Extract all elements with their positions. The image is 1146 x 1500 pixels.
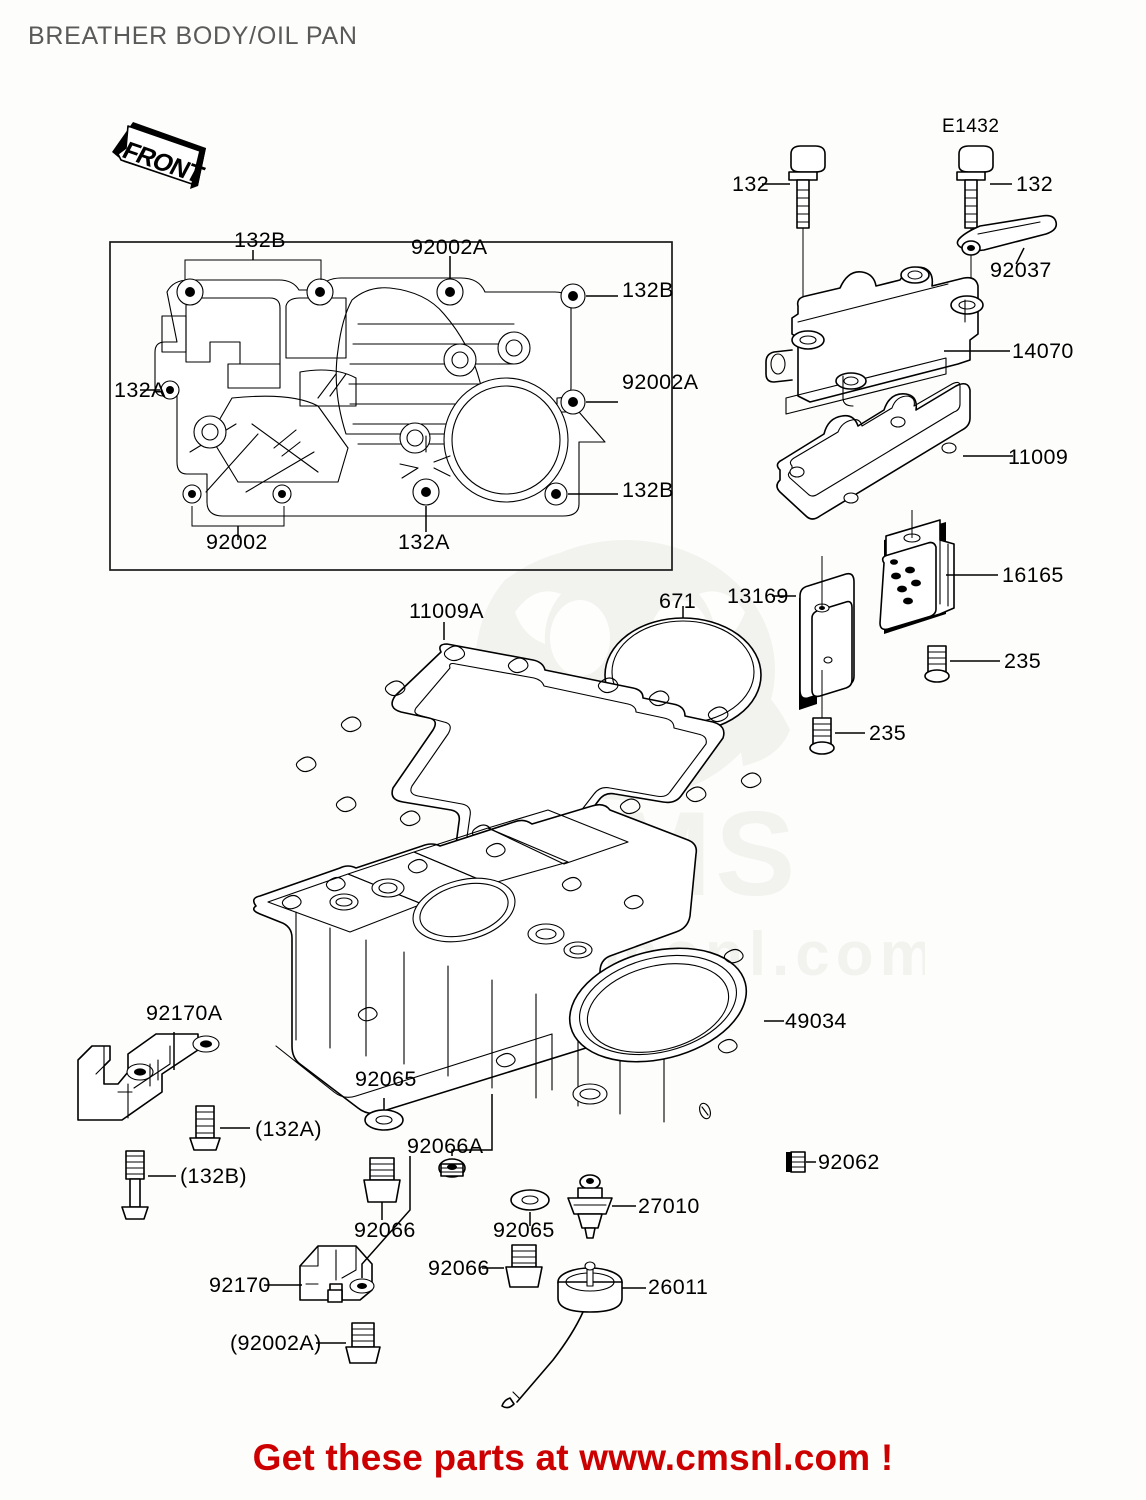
label-14070: 14070 xyxy=(1012,339,1074,363)
breather-body-14070 xyxy=(765,266,984,415)
label-92066a: 92066A xyxy=(407,1134,484,1158)
label-92170: 92170 xyxy=(209,1273,271,1297)
plate-13169 xyxy=(799,556,855,718)
label-235-upper: 235 xyxy=(1004,649,1042,673)
inset-crankcase-drawing xyxy=(154,259,606,527)
clamp-holder-92170 xyxy=(299,1245,375,1303)
label-92170a: 92170A xyxy=(146,1001,223,1025)
label-132-left: 132 xyxy=(732,172,770,196)
label-132-right: 132 xyxy=(1016,172,1054,196)
plug-92066-upper xyxy=(363,1157,401,1203)
label-671: 671 xyxy=(659,589,697,613)
bolt-132A-parenthetical xyxy=(189,1105,221,1151)
label-27010: 27010 xyxy=(638,1194,700,1218)
separator-16165 xyxy=(879,510,955,634)
inset-label-132a-bottom: 132A xyxy=(398,530,450,554)
plug-92066A xyxy=(438,1158,466,1178)
gasket-washer-92065-lower xyxy=(510,1189,550,1211)
inset-label-92002-bottom: 92002 xyxy=(206,530,268,554)
label-11009a: 11009A xyxy=(409,599,484,623)
inset-label-92002a-right: 92002A xyxy=(622,370,699,394)
lead-wire-26011 xyxy=(501,1261,623,1409)
inset-label-132b-top: 132B xyxy=(234,228,286,252)
breather-gasket-11009 xyxy=(776,381,971,520)
label-92066-upper: 92066 xyxy=(354,1218,416,1242)
front-direction-marker: FRONT xyxy=(112,122,209,189)
inset-label-132b-right-1: 132B xyxy=(622,278,674,302)
inset-label-132a-left: 132A xyxy=(114,378,166,402)
label-11009: 11009 xyxy=(1008,445,1069,469)
label-92062: 92062 xyxy=(818,1150,880,1174)
page-title: BREATHER BODY/OIL PAN xyxy=(28,22,358,50)
label-e1432: E1432 xyxy=(942,116,1000,137)
label-26011: 26011 xyxy=(648,1275,709,1299)
bolt-92002A-parenthetical xyxy=(345,1322,381,1364)
clamp-bracket-92170A xyxy=(77,1033,220,1121)
bolt-132-right xyxy=(956,145,994,304)
label-49034: 49034 xyxy=(785,1009,847,1033)
label-92065-lower: 92065 xyxy=(493,1218,555,1242)
oil-pressure-switch-27010 xyxy=(567,1174,613,1239)
screw-235-lower xyxy=(809,717,835,755)
label-92065-upper: 92065 xyxy=(355,1067,417,1091)
screw-235-upper xyxy=(924,645,950,683)
gasket-washer-92065-upper xyxy=(364,1109,404,1131)
label-13169: 13169 xyxy=(727,584,789,608)
footer-promo-text: Get these parts at www.cmsnl.com ! xyxy=(252,1437,894,1478)
inset-label-132b-right-2: 132B xyxy=(622,478,674,502)
label-132b-paren: (132B) xyxy=(180,1164,247,1188)
jet-92062 xyxy=(786,1151,806,1173)
oil-pan-gasket-11009A xyxy=(295,643,762,876)
inset-label-92002a-top: 92002A xyxy=(411,235,488,259)
plug-92066-lower xyxy=(505,1244,543,1288)
label-92002a-paren: (92002A) xyxy=(230,1331,322,1355)
label-92066-lower: 92066 xyxy=(428,1256,490,1280)
bolt-132-left xyxy=(788,145,826,342)
clamp-92037 xyxy=(956,214,1058,256)
label-16165: 16165 xyxy=(1002,563,1064,587)
oil-pan-49034 xyxy=(252,803,748,1123)
label-235-lower: 235 xyxy=(869,721,907,745)
label-132a-paren: (132A) xyxy=(255,1117,322,1141)
inset-leader-lines xyxy=(140,250,618,540)
label-92037: 92037 xyxy=(990,258,1052,282)
bolt-132B-parenthetical xyxy=(121,1150,149,1220)
